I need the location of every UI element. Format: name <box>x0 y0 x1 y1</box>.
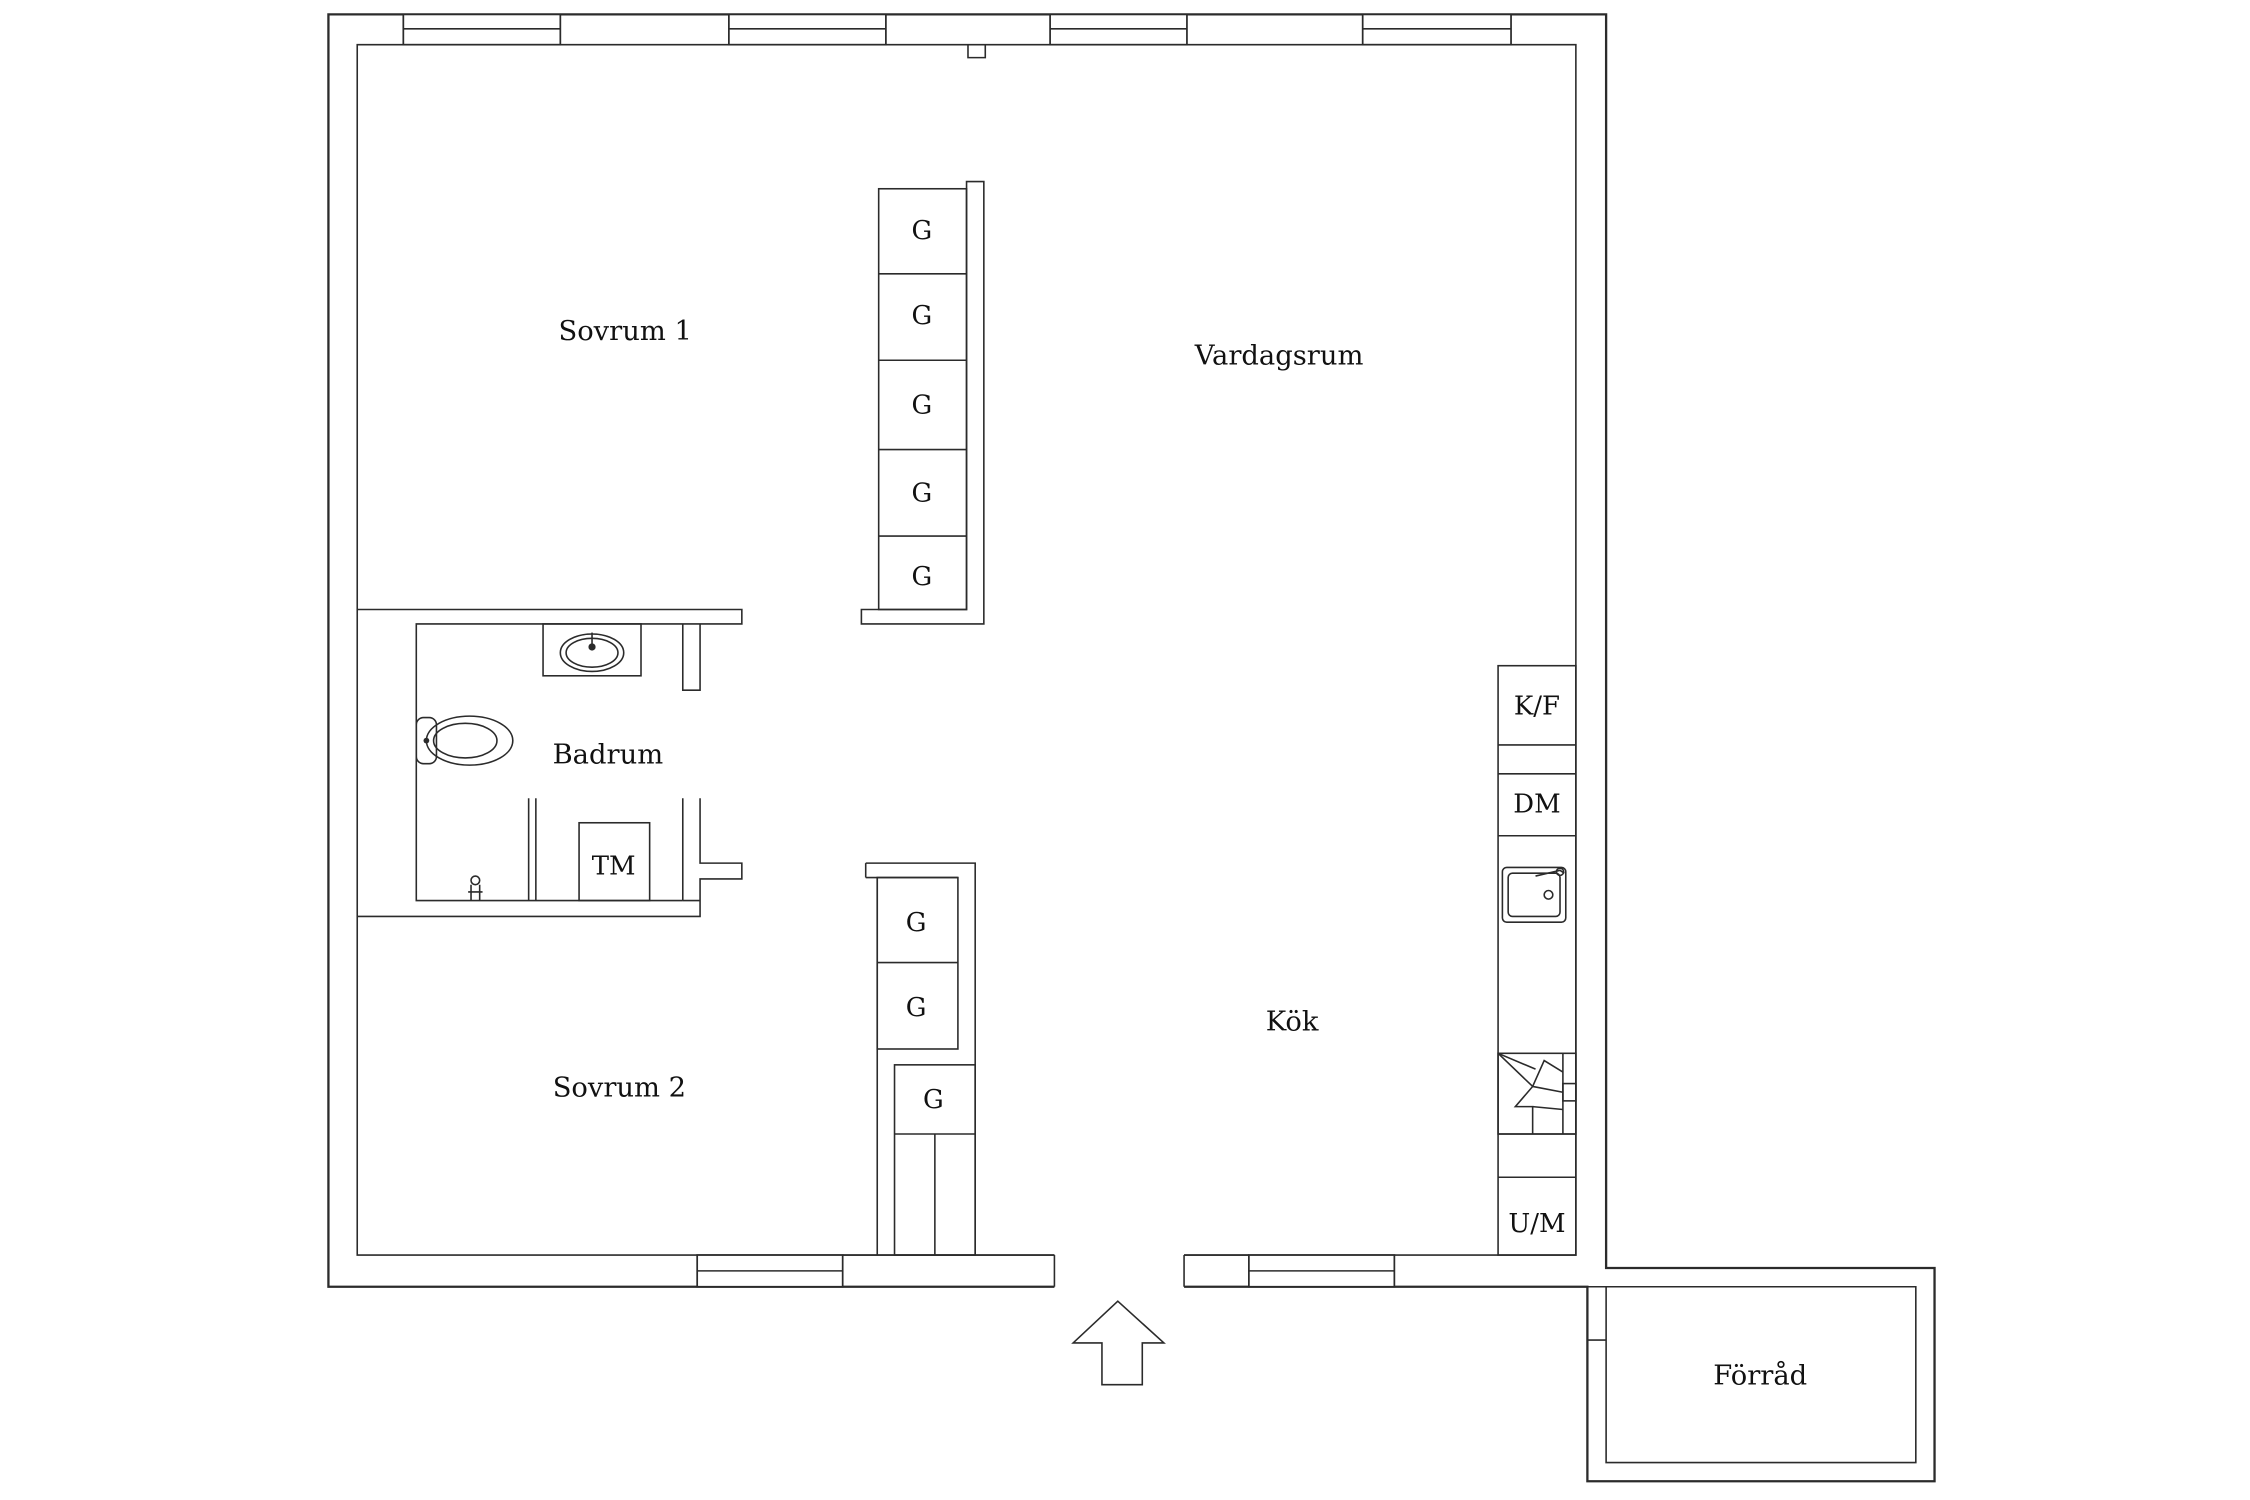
room-label-sovrum2: Sovrum 2 <box>553 1073 686 1104</box>
wardrobes-lower <box>876 876 976 1256</box>
windows-top <box>402 13 1512 59</box>
room-label-vardagsrum: Vardagsrum <box>1194 341 1364 372</box>
floor-drain-icon <box>468 875 483 901</box>
wardrobe-label: G <box>906 908 927 938</box>
wardrobes-upper <box>877 187 968 611</box>
wardrobe-label: G <box>906 993 927 1023</box>
dm-label: DM <box>1513 790 1560 820</box>
arrow-up-icon <box>1071 1300 1166 1386</box>
wardrobe-label: G <box>912 478 933 508</box>
wardrobe-label: G <box>912 391 933 421</box>
room-label-sovrum1: Sovrum 1 <box>558 316 691 347</box>
kitchen-counter <box>1497 664 1577 1256</box>
wardrobe-label: G <box>923 1085 944 1115</box>
toilet-icon <box>415 715 514 766</box>
room-label-forrad: Förråd <box>1713 1360 1807 1392</box>
um-label: U/M <box>1508 1209 1565 1239</box>
room-label-kok: Kök <box>1266 1006 1319 1037</box>
tm-box <box>578 821 651 902</box>
bottom-wall-openings <box>696 1253 1396 1290</box>
tm-label: TM <box>592 852 636 882</box>
stove-icon <box>1497 1052 1577 1135</box>
wardrobe-label: G <box>912 216 933 246</box>
kf-label: K/F <box>1514 692 1560 722</box>
kitchen-sink-icon <box>1501 866 1567 923</box>
sink-icon <box>542 623 642 677</box>
room-label-badrum: Badrum <box>553 740 664 771</box>
wardrobe-label: G <box>912 562 933 592</box>
wardrobe-label: G <box>912 301 933 331</box>
